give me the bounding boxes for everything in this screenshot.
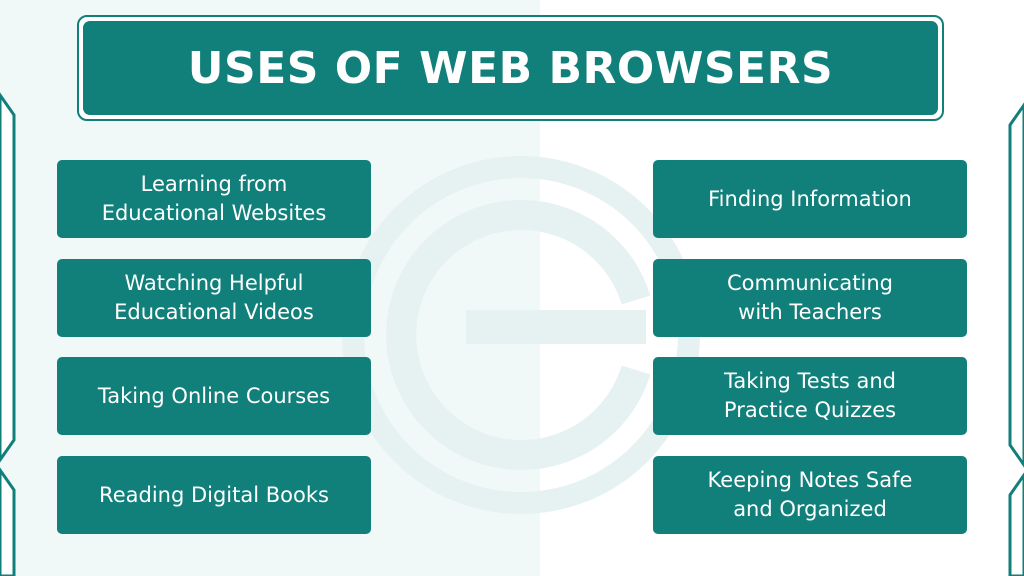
use-communicating-teachers: Communicating with Teachers xyxy=(653,259,967,337)
use-tests-quizzes: Taking Tests and Practice Quizzes xyxy=(653,357,967,435)
item-label: Taking Tests and Practice Quizzes xyxy=(723,369,897,422)
item-label: Learning from Educational Websites xyxy=(101,172,327,225)
item-label: Communicating with Teachers xyxy=(726,271,893,324)
page-title: USES OF WEB BROWSERS xyxy=(187,42,834,94)
use-digital-books: Reading Digital Books xyxy=(57,456,371,534)
item-label: Watching Helpful Educational Videos xyxy=(114,271,314,324)
item-label: Taking Online Courses xyxy=(97,383,331,408)
use-online-courses: Taking Online Courses xyxy=(57,357,371,435)
use-keeping-notes: Keeping Notes Safe and Organized xyxy=(653,456,967,534)
item-label: Reading Digital Books xyxy=(99,482,329,507)
item-label: Finding Information xyxy=(708,186,912,211)
use-learning-websites: Learning from Educational Websites xyxy=(57,160,371,238)
item-label: Keeping Notes Safe and Organized xyxy=(707,468,913,521)
use-watching-videos: Watching Helpful Educational Videos xyxy=(57,259,371,337)
title-banner: USES OF WEB BROWSERS xyxy=(83,21,938,115)
use-finding-information: Finding Information xyxy=(653,160,967,238)
